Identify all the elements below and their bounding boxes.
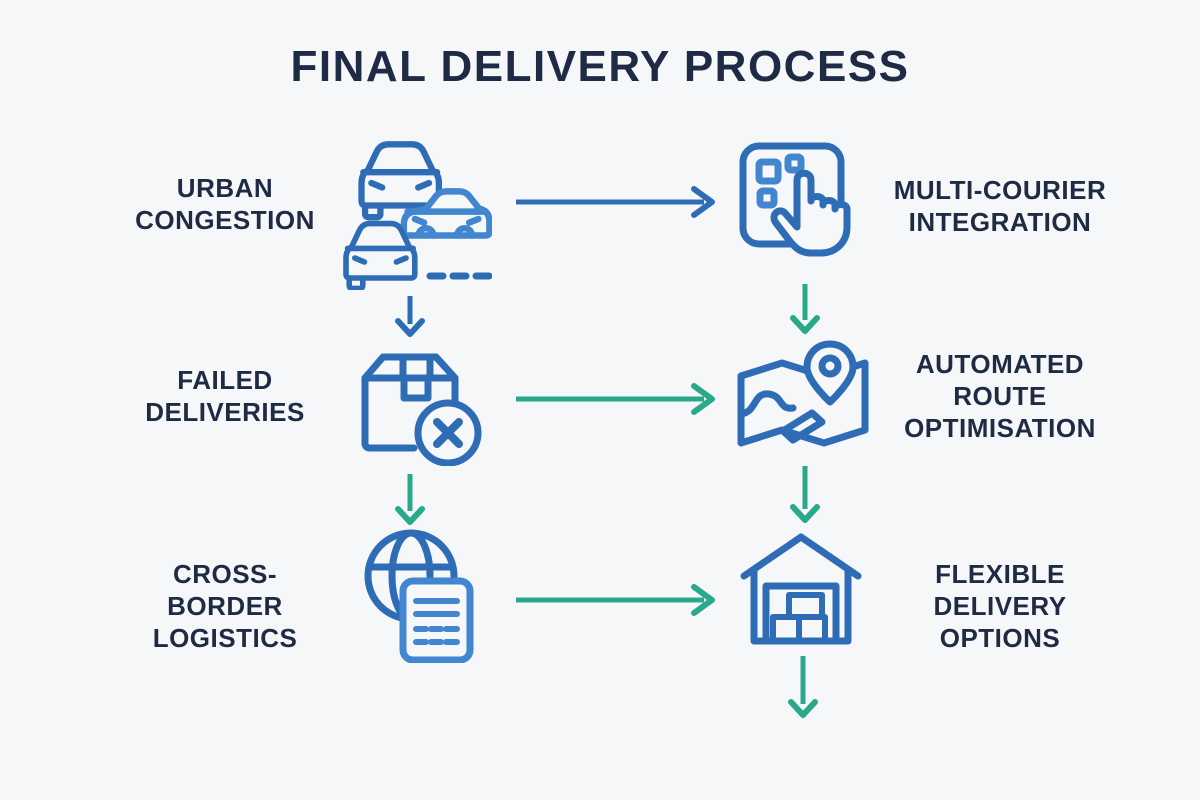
- failed-package-icon: [354, 344, 486, 466]
- label-line: LOGISTICS: [152, 623, 298, 653]
- traffic-congestion-icon: [340, 138, 492, 290]
- label-line: OPTIMISATION: [904, 413, 1096, 443]
- arrow-failed-to-crossborder: [395, 474, 425, 525]
- label-urban-congestion: URBAN CONGESTION: [70, 172, 380, 236]
- arrow-crossborder-to-flexible: [516, 584, 715, 616]
- warehouse-boxes-icon: [740, 530, 862, 652]
- arrow-failed-to-route: [516, 383, 715, 415]
- courier-app-tap-icon: [738, 140, 868, 270]
- arrow-urban-to-courier: [516, 186, 715, 218]
- label-line: CONGESTION: [135, 205, 315, 235]
- label-line: BORDER: [167, 591, 283, 621]
- label-multi-courier-integration: MULTI-COURIER INTEGRATION: [855, 174, 1145, 238]
- label-line: INTEGRATION: [908, 207, 1092, 237]
- label-flexible-delivery-options: FLEXIBLE DELIVERY OPTIONS: [855, 558, 1145, 654]
- arrow-urban-to-failed: [395, 296, 425, 337]
- arrow-route-to-flexible: [790, 466, 820, 523]
- label-line: DELIVERY: [933, 591, 1067, 621]
- label-line: AUTOMATED: [915, 349, 1085, 379]
- label-line: OPTIONS: [939, 623, 1061, 653]
- label-automated-route-optimisation: AUTOMATED ROUTE OPTIMISATION: [855, 348, 1145, 444]
- label-failed-deliveries: FAILED DELIVERIES: [70, 364, 380, 428]
- route-map-pin-icon: [733, 336, 873, 460]
- label-line: MULTI-COURIER: [893, 175, 1107, 205]
- page-title: FINAL DELIVERY PROCESS: [290, 42, 910, 91]
- arrow-flexible-output: [788, 656, 818, 718]
- label-line: FLEXIBLE: [935, 559, 1065, 589]
- label-line: ROUTE: [953, 381, 1047, 411]
- label-line: CROSS-: [172, 559, 278, 589]
- label-line: FAILED: [177, 365, 273, 395]
- label-line: URBAN: [176, 173, 274, 203]
- globe-customs-document-icon: [360, 527, 492, 663]
- arrow-courier-to-route: [790, 284, 820, 334]
- label-line: DELIVERIES: [145, 397, 305, 427]
- label-cross-border-logistics: CROSS- BORDER LOGISTICS: [70, 558, 380, 654]
